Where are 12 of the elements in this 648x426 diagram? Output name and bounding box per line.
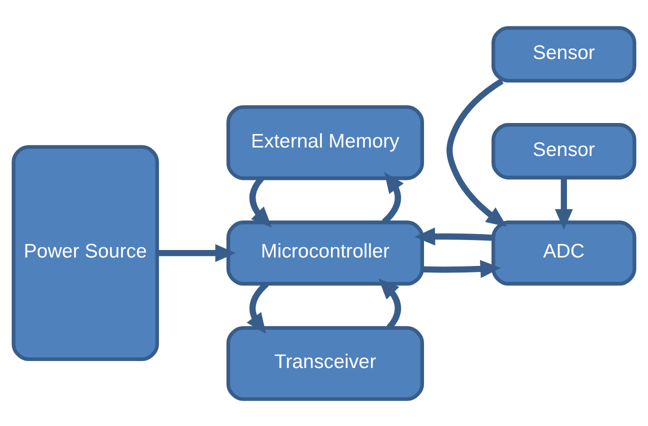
arrow <box>157 244 236 262</box>
node-box: External Memory <box>226 104 424 180</box>
arrow <box>446 78 507 226</box>
arrow <box>554 177 573 230</box>
node-box: Sensor <box>492 26 636 82</box>
node-box: Transceiver <box>226 326 424 400</box>
node-box: ADC <box>492 220 636 286</box>
arrow <box>422 260 501 278</box>
node-box: Sensor <box>492 122 636 179</box>
node-box: Microcontroller <box>226 220 424 286</box>
node-box: Power Source <box>12 144 159 361</box>
arrow <box>414 227 494 246</box>
